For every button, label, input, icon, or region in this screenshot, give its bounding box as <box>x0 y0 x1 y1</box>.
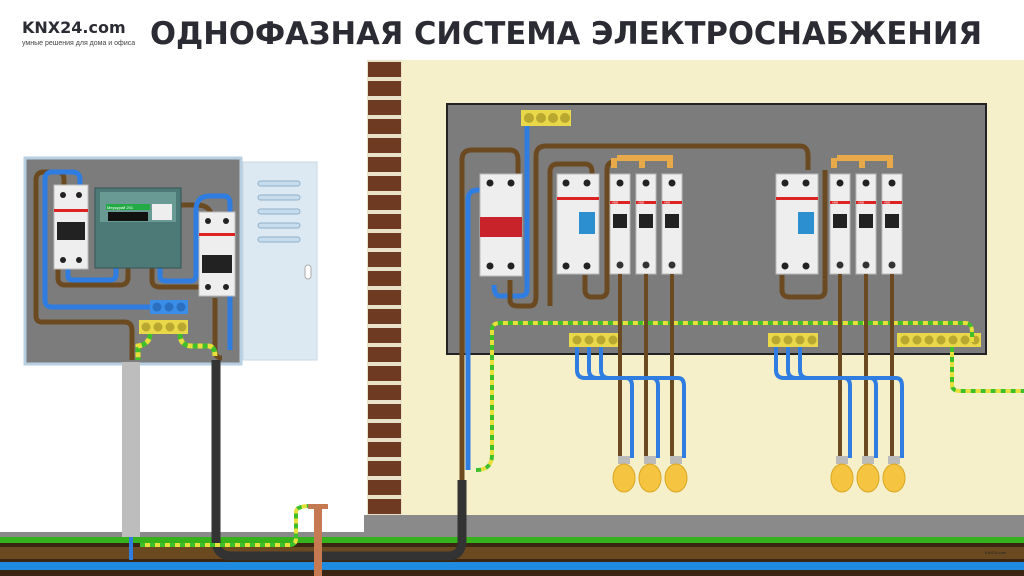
brick <box>368 138 401 153</box>
circuit-breaker-3: ABB <box>661 173 683 275</box>
rcd-2 <box>775 173 819 275</box>
breaker-switch[interactable] <box>57 222 85 240</box>
pe-wire <box>475 321 1024 472</box>
neutral-busbar-left <box>569 333 619 347</box>
comb-busbar <box>611 155 673 168</box>
brick <box>368 442 401 457</box>
brick <box>368 100 401 115</box>
brick <box>368 328 401 343</box>
brick <box>368 176 401 191</box>
main-switch-handle[interactable] <box>480 217 522 237</box>
circuit-breaker-5: ABB <box>855 173 877 275</box>
circuit-breaker-4: ABB <box>829 173 851 275</box>
watermark: KNX24.com <box>985 550 1007 555</box>
neutral-busbar <box>150 300 188 314</box>
light-bulb-icon <box>856 456 880 493</box>
door-handle[interactable] <box>304 264 312 280</box>
breaker-brand: ABB <box>612 201 618 205</box>
main-switch <box>479 173 523 277</box>
brick <box>368 309 401 324</box>
brick <box>368 461 401 476</box>
brick <box>368 233 401 248</box>
rcd-1 <box>556 173 600 275</box>
breaker-brand: ABB <box>858 201 864 205</box>
breaker-brand: ABB <box>638 201 644 205</box>
circuit-breaker-6: ABB <box>881 173 903 275</box>
ground: KNX24.com <box>0 532 1024 576</box>
brick <box>368 404 401 419</box>
output-breaker <box>198 211 236 297</box>
brick <box>368 271 401 286</box>
meter-cabinet: Меркурий 201 <box>23 156 318 366</box>
comb-busbar <box>831 155 893 168</box>
brick <box>368 252 401 267</box>
neutral-busbar-right <box>768 333 818 347</box>
circuit-breaker-2: ABB <box>635 173 657 275</box>
light-bulb-icon <box>612 456 636 493</box>
ground-busbar <box>139 320 188 334</box>
input-breaker <box>53 184 89 270</box>
rcd-switch[interactable] <box>579 212 595 234</box>
cable-conduit <box>122 362 140 537</box>
brick <box>368 366 401 381</box>
brick <box>368 480 401 495</box>
cabinet-door[interactable] <box>242 161 318 361</box>
circuit-breaker-1: ABB <box>609 173 631 275</box>
brick <box>368 423 401 438</box>
meter-brand: Меркурий 201 <box>107 205 134 210</box>
breaker-switch[interactable] <box>859 214 873 228</box>
brick <box>368 385 401 400</box>
light-bulb-icon <box>638 456 662 493</box>
rcd-switch[interactable] <box>798 212 814 234</box>
brick <box>368 81 401 96</box>
breaker-brand: ABB <box>664 201 670 205</box>
door-vents <box>257 180 301 243</box>
breaker-switch[interactable] <box>833 214 847 228</box>
page-title: ОДНОФАЗНАЯ СИСТЕМА ЭЛЕКТРОСНАБЖЕНИЯ <box>150 16 982 52</box>
brick <box>368 214 401 229</box>
ground-wire-underground <box>140 504 318 547</box>
brick <box>368 347 401 362</box>
brick <box>368 119 401 134</box>
brick <box>368 157 401 172</box>
logo: KNX24.com <box>22 18 126 37</box>
breaker-switch[interactable] <box>665 214 679 228</box>
light-bulb-icon <box>882 456 906 493</box>
ground-rod-icon <box>308 504 328 576</box>
breaker-switch[interactable] <box>885 214 899 228</box>
breaker-switch[interactable] <box>639 214 653 228</box>
breaker-brand: ABB <box>884 201 890 205</box>
brick <box>368 499 401 514</box>
brick <box>368 62 401 77</box>
brick <box>368 195 401 210</box>
brick <box>368 290 401 305</box>
brick-wall <box>367 60 402 516</box>
ground-busbar-top <box>521 110 571 126</box>
distribution-panel: ABB ABB ABB ABB ABB ABB <box>446 103 987 480</box>
floor-slab <box>364 515 1024 532</box>
tagline: умные решения для дома и офиса <box>22 40 135 47</box>
light-bulb-icon <box>830 456 854 493</box>
electricity-meter-icon: Меркурий 201 <box>94 187 182 269</box>
breaker-switch[interactable] <box>202 255 232 273</box>
breaker-brand: ABB <box>832 201 838 205</box>
light-bulb-icon <box>664 456 688 493</box>
ground-busbar-right <box>897 333 981 347</box>
breaker-switch[interactable] <box>613 214 627 228</box>
